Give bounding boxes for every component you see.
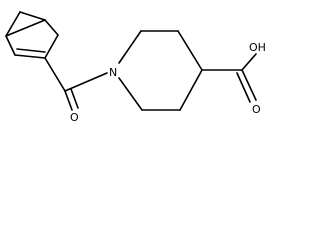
piperidine-ring: N (109, 30, 203, 111)
amide-carbonyl: O (64, 72, 108, 124)
nitrogen-label: N (109, 66, 117, 79)
acid-oxygen-label: O (252, 103, 261, 116)
bond-ring-top (5, 19, 46, 37)
bond-alkene-double (16, 48, 46, 53)
bond-c-o-double-1 (64, 90, 73, 111)
bond-ring-back (44, 19, 59, 36)
bond-c4-c5 (179, 69, 203, 111)
bond-bridge-left (5, 11, 21, 37)
bond-c-o-double-2 (70, 88, 79, 109)
bond-c-n (64, 72, 108, 92)
bond-c-o-acid-1 (241, 69, 257, 101)
norbornene-group (5, 11, 66, 92)
carboxylic-acid-group: OH O (201, 41, 266, 116)
bond-bridge-right (19, 11, 46, 21)
bond-c6-n (118, 77, 143, 111)
chemical-structure: O N OH O (5, 11, 266, 124)
bond-c2-c1 (44, 34, 59, 59)
bond-alkene (14, 54, 46, 59)
bond-c-oh (241, 53, 257, 71)
bond-c3-c4 (177, 30, 203, 71)
carbonyl-oxygen-label: O (70, 111, 79, 124)
hydroxyl-label: OH (249, 41, 266, 54)
bond-bridgehead-left-down (5, 35, 16, 56)
bond-c-o-acid-2 (236, 72, 251, 103)
bond-to-carbonyl (44, 57, 66, 92)
bond-n-c2 (118, 30, 142, 64)
